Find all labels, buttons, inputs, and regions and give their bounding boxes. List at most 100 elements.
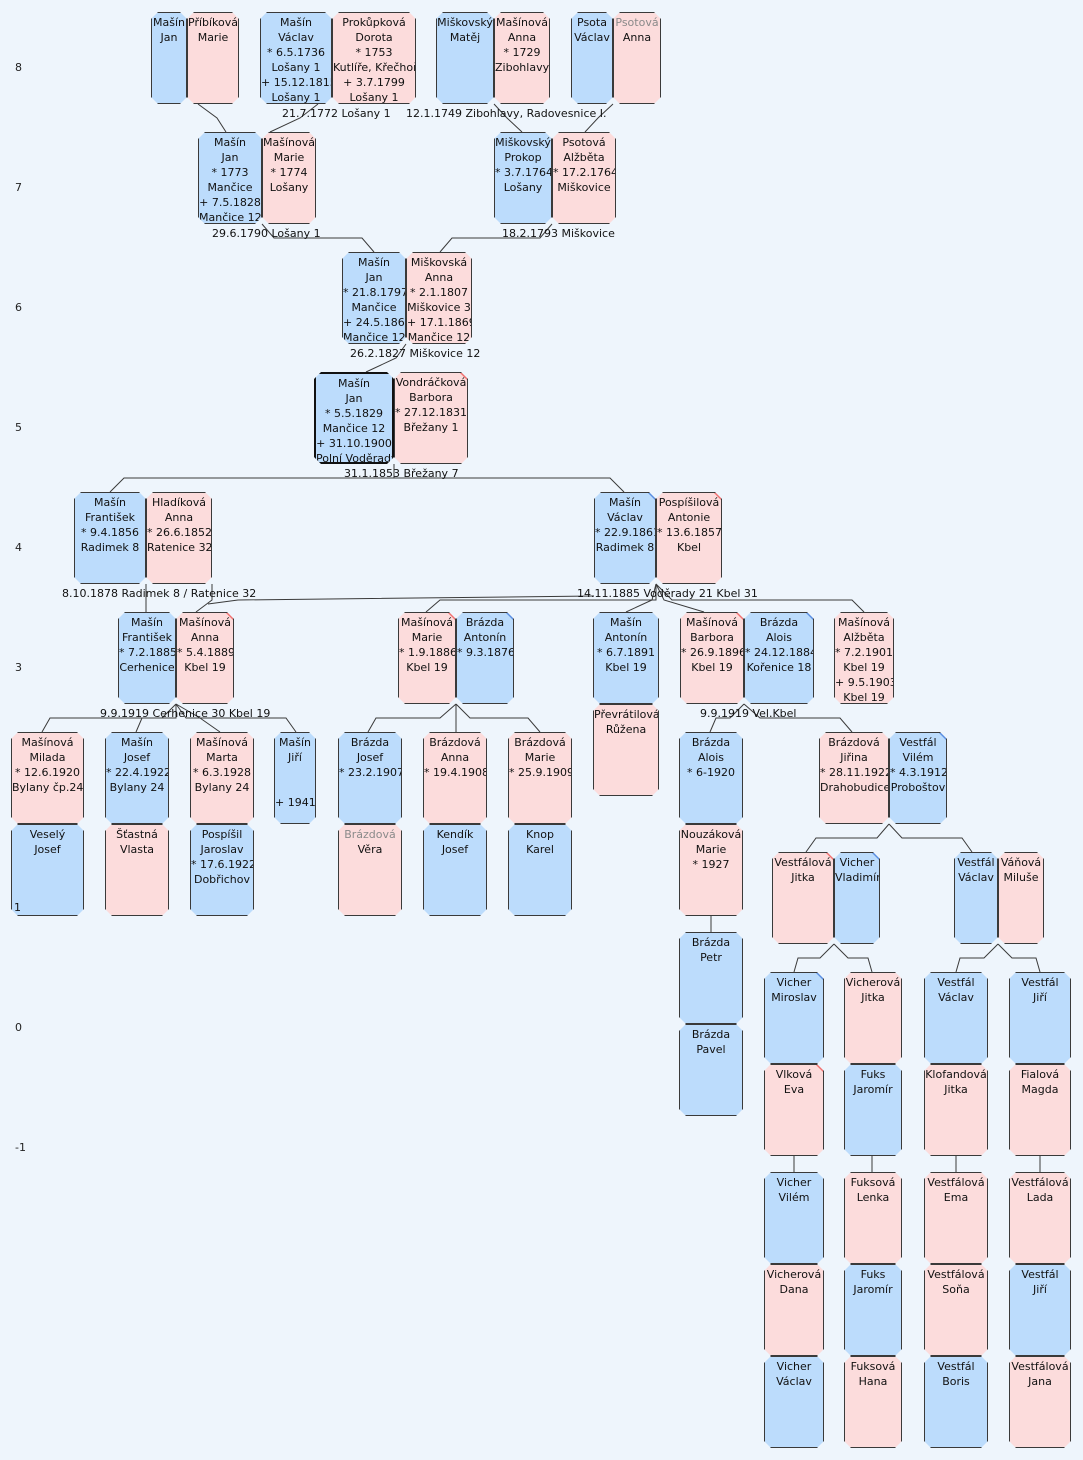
life-event: * 23.2.1907 xyxy=(339,766,402,779)
note-flag-icon xyxy=(648,493,655,500)
surname: Mašínová xyxy=(838,616,890,629)
connector-line xyxy=(425,584,657,613)
given-name: Jitka xyxy=(791,871,815,884)
given-name: Josef xyxy=(356,751,384,764)
life-event: * 26.9.1896 xyxy=(681,646,744,659)
given-name: Vilém xyxy=(902,751,934,764)
given-name: Václav xyxy=(278,31,314,44)
given-name: Antonín xyxy=(463,631,507,644)
life-event: * 28.11.1922 xyxy=(820,766,889,779)
given-name: František xyxy=(122,631,172,644)
life-event: Kbel 19 xyxy=(843,661,885,674)
surname: Vestfálová xyxy=(1011,1360,1069,1373)
given-name: Anna xyxy=(622,31,652,44)
life-event: Cerhenice xyxy=(119,661,175,674)
given-name: Anna xyxy=(440,751,470,764)
life-event: * 5.4.1889 xyxy=(177,646,234,659)
life-event: Ratenice 32 xyxy=(147,541,212,554)
surname: Vicher xyxy=(776,976,812,989)
surname: Převrátilová xyxy=(594,708,659,721)
life-event: Břežany 1 xyxy=(403,421,459,434)
connector-line xyxy=(743,703,853,733)
given-name: Miroslav xyxy=(771,991,817,1004)
surname: Mašín xyxy=(338,377,370,390)
surname: Vestfálová xyxy=(774,856,832,869)
note-flag-icon xyxy=(872,853,879,860)
